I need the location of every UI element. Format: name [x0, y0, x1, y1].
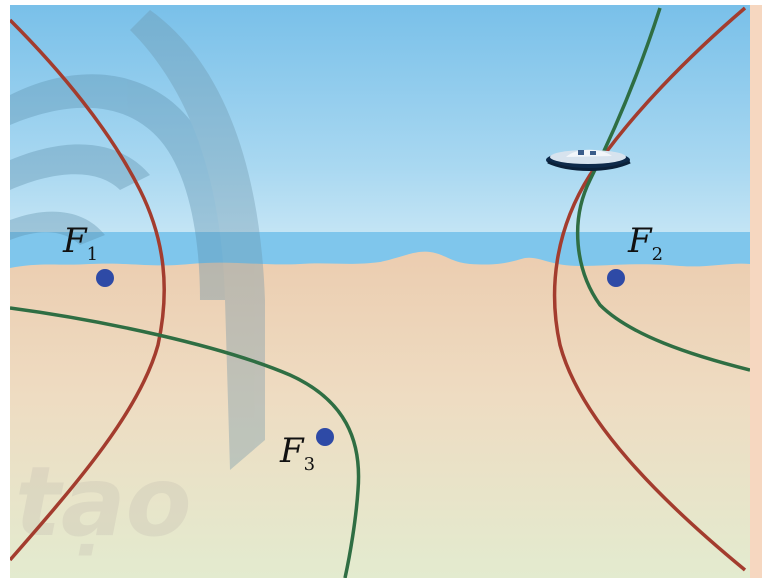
sand: [10, 251, 750, 578]
svg-text:tạo: tạo: [15, 446, 192, 558]
right-border-strip: [750, 5, 762, 578]
focus-f3-label: F3: [279, 431, 315, 475]
focus-f1-dot: [96, 269, 114, 287]
red-hyperbola-right-branch: [552, 6, 747, 572]
focus-f2-label: F2: [627, 221, 663, 265]
red-hyperbola-left-branch: [10, 18, 166, 562]
focus-f1-label: F1: [62, 221, 98, 265]
green-hyperbola-lower-branch: [10, 306, 361, 578]
ship-icon: [546, 149, 631, 171]
sky: [10, 5, 750, 275]
green-hyperbola-right-branch: [575, 7, 750, 372]
focus-f2-dot: [607, 269, 625, 287]
focus-f3-dot: [316, 428, 334, 446]
